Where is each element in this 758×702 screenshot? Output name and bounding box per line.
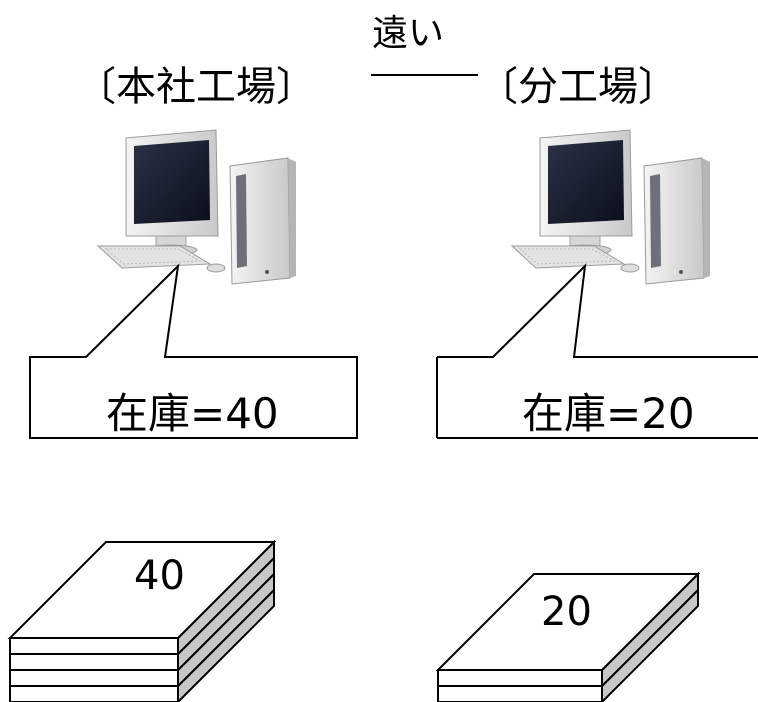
stack-top-face	[7, 541, 277, 639]
head-office-stock-stack	[7, 539, 277, 702]
head-office-callout	[29, 263, 358, 439]
branch-label: 〔分工場〕	[478, 64, 678, 110]
head-office-label: 〔本社工場〕	[76, 64, 316, 110]
branch-stock-stack	[435, 571, 701, 702]
stack-top-face	[435, 573, 701, 671]
head-office-stock-label: 在庫=40	[106, 389, 279, 438]
branch-callout	[437, 263, 758, 439]
stack-layer	[9, 539, 275, 657]
head-office-stack-count: 40	[134, 553, 185, 599]
branch-stock-label: 在庫=20	[522, 389, 695, 438]
distance-label: 遠い	[372, 13, 445, 54]
stack-layer	[437, 571, 699, 689]
branch-computer-icon	[511, 129, 711, 285]
head-office-computer-icon	[97, 129, 297, 285]
branch-stack-count: 20	[541, 589, 592, 635]
